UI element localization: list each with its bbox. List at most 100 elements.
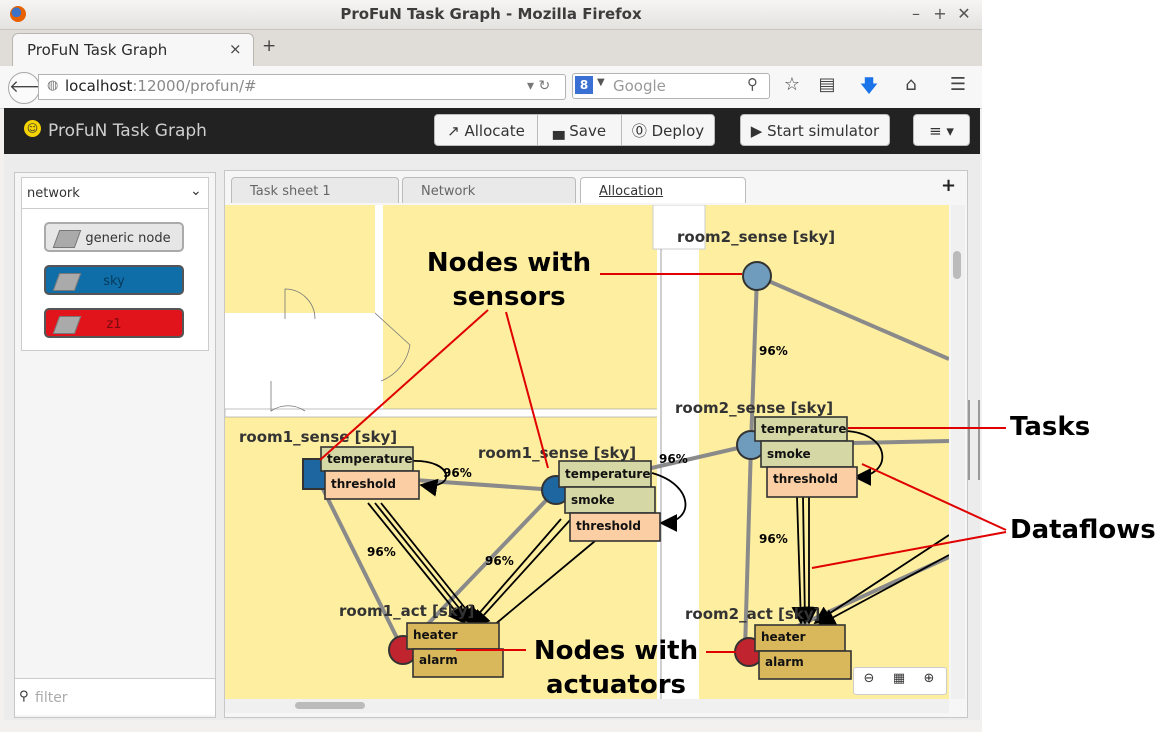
task-box[interactable]: [760, 440, 854, 468]
link-quality-label: 96%: [485, 554, 514, 568]
dataflow-edge: [367, 502, 467, 625]
zoom-controls: ⊖ ▦ ⊕: [853, 667, 947, 695]
floor-plan-corridor: [657, 205, 699, 699]
link-quality-label: 96%: [759, 344, 788, 358]
task-box[interactable]: [324, 470, 420, 500]
browser-tab-label: ProFuN Task Graph: [27, 41, 168, 59]
resize-handle[interactable]: [968, 400, 980, 480]
downloads-icon[interactable]: 🡇: [859, 76, 879, 97]
deploy-label: Deploy: [651, 122, 705, 140]
app-menu-button[interactable]: ≡ ▾: [913, 114, 970, 146]
globe-icon: ◍: [47, 78, 59, 93]
task-label: temperature: [327, 452, 412, 466]
firefox-logo-icon: [10, 6, 26, 22]
dataflow-edge: [817, 554, 949, 626]
start-simulator-label: Start simulator: [767, 122, 880, 140]
palette-category-label: network: [27, 186, 80, 201]
search-engine-icon[interactable]: 8: [575, 76, 593, 94]
save-button[interactable]: ▄ Save: [537, 114, 622, 146]
task-box[interactable]: [412, 648, 504, 678]
palette-node-generic[interactable]: generic node: [44, 222, 184, 252]
minimize-button[interactable]: –: [912, 4, 920, 23]
dropdown-reload-icon[interactable]: ▾ ↻: [527, 78, 551, 94]
horizontal-scrollbar[interactable]: [225, 699, 949, 713]
task-box[interactable]: [558, 460, 652, 488]
scroll-thumb[interactable]: [953, 251, 961, 279]
floor-plan-door-block: [652, 205, 706, 250]
close-window-button[interactable]: ✕: [957, 4, 971, 23]
task-label: smoke: [767, 447, 811, 461]
node-label: room2_act [sky]: [685, 605, 820, 623]
task-box[interactable]: [766, 466, 858, 498]
search-input[interactable]: Google: [613, 77, 666, 95]
task-label: alarm: [765, 655, 804, 669]
annotation-line: Nodes with: [426, 248, 592, 278]
task-label: temperature: [565, 467, 650, 481]
url-path: :12000/profun/#: [132, 77, 257, 95]
palette-category-select[interactable]: network ⌄: [22, 178, 208, 209]
palette-node-label: z1: [106, 317, 122, 332]
task-label: threshold: [576, 519, 641, 533]
task-label: smoke: [571, 493, 615, 507]
allocation-canvas[interactable]: 96% 96% 96% 96% 96% 96%: [225, 205, 949, 699]
node-label: room2_sense [sky]: [677, 228, 835, 246]
filter-input[interactable]: ⚲ filter: [15, 678, 215, 715]
leader-line: [319, 309, 489, 461]
maximize-button[interactable]: +: [933, 4, 947, 23]
add-tab-button[interactable]: +: [941, 175, 957, 196]
palette-node-label: generic node: [85, 231, 171, 246]
tab-network[interactable]: Network: [402, 177, 576, 203]
link-quality-label: 96%: [759, 532, 788, 546]
sensor-node[interactable]: [742, 261, 772, 291]
zoom-out-icon[interactable]: ⊖: [863, 671, 875, 686]
floor-plan-wall: [375, 205, 383, 415]
bookmark-star-icon[interactable]: ☆: [783, 74, 801, 95]
search-icon: ⚲: [19, 689, 29, 704]
tab-task-sheet-1[interactable]: Task sheet 1: [231, 177, 399, 203]
search-icon[interactable]: ⚲: [747, 75, 758, 93]
browser-menu-icon[interactable]: ☰: [949, 74, 967, 95]
url-text: localhost:12000/profun/#: [65, 77, 257, 95]
search-bar[interactable]: 8 ▼ Google ⚲: [572, 73, 770, 99]
leader-line: [505, 311, 549, 469]
network-link: [313, 472, 405, 651]
task-box[interactable]: [406, 622, 500, 650]
home-icon[interactable]: ⌂: [905, 74, 917, 95]
palette-node-sky[interactable]: sky: [44, 265, 184, 295]
dataflow-edge: [467, 518, 562, 627]
deploy-button[interactable]: ⓪ Deploy: [621, 114, 715, 146]
node-label: room2_sense [sky]: [675, 399, 833, 417]
task-box[interactable]: [569, 512, 661, 542]
dataflow-edge: [651, 472, 687, 532]
scroll-thumb[interactable]: [295, 702, 365, 709]
save-label: Save: [569, 122, 607, 140]
node-label: room1_sense [sky]: [239, 428, 397, 446]
link-quality-label: 96%: [367, 545, 396, 559]
search-engine-caret-icon[interactable]: ▼: [597, 77, 605, 88]
floor-plan-door: [374, 312, 411, 382]
start-simulator-button[interactable]: ▶ Start simulator: [740, 114, 890, 146]
palette-node-z1[interactable]: z1: [44, 308, 184, 338]
tab-allocation[interactable]: Allocation: [580, 177, 746, 203]
tab-close-icon[interactable]: ×: [229, 40, 242, 58]
dataflow-edge: [844, 430, 884, 486]
deploy-icon: ⓪: [631, 122, 652, 140]
task-box[interactable]: [758, 650, 852, 680]
browser-tab[interactable]: ProFuN Task Graph ×: [12, 33, 254, 66]
annotation-line: actuators: [545, 670, 687, 700]
task-box[interactable]: [754, 416, 848, 442]
dataflow-edge: [813, 534, 949, 624]
link-quality-label: 96%: [659, 452, 688, 466]
vertical-scrollbar[interactable]: [951, 205, 965, 699]
zoom-in-icon[interactable]: ⊕: [923, 671, 935, 686]
grid-icon[interactable]: ▦: [892, 671, 906, 686]
new-tab-button[interactable]: +: [262, 36, 277, 56]
url-bar[interactable]: ◍ localhost:12000/profun/# ▾ ↻: [38, 74, 566, 100]
tab-allocation-label: Allocation: [599, 184, 664, 199]
reading-list-icon[interactable]: ▤: [818, 74, 836, 95]
task-box[interactable]: [320, 446, 414, 472]
floor-plan-door: [284, 288, 316, 320]
annotation-dataflows: Dataflows: [1010, 515, 1156, 545]
dataflow-edge: [374, 502, 473, 625]
